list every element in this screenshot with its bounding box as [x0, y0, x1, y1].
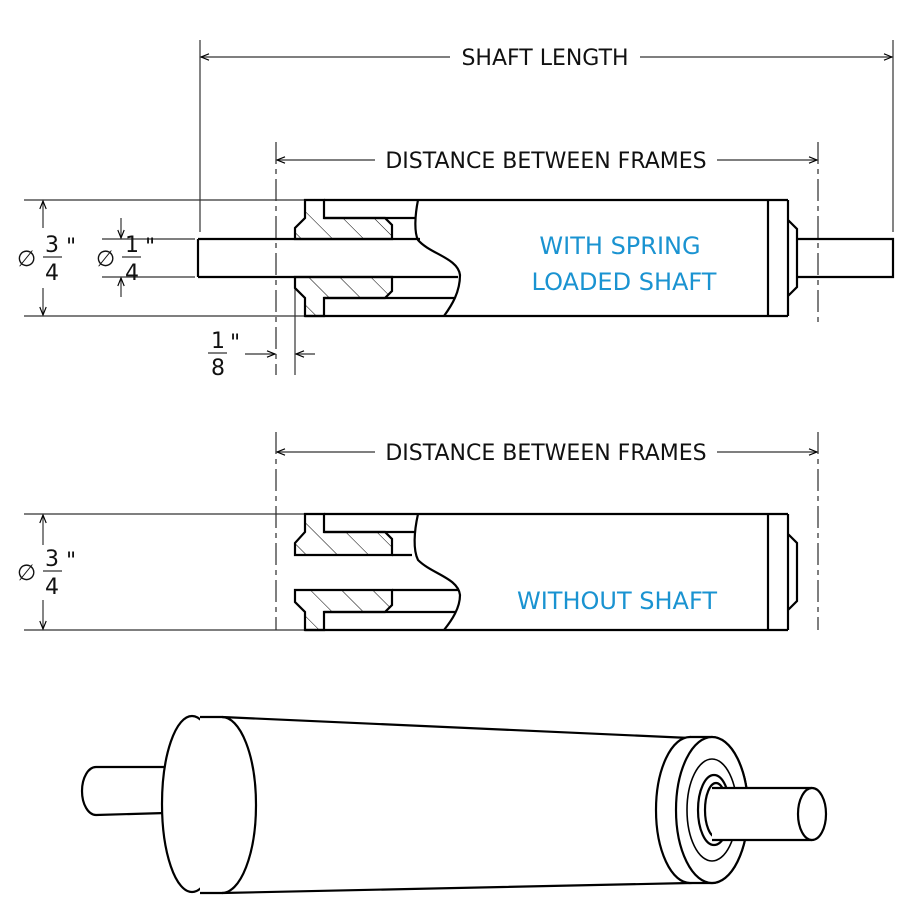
right-shaft: [712, 786, 812, 842]
diameter-symbol: ∅: [96, 247, 115, 272]
roller-body: [221, 715, 691, 895]
distance-between-frames-label: DISTANCE BETWEEN FRAMES: [385, 149, 706, 174]
unit: ": [145, 235, 155, 260]
top-view: SHAFT LENGTH DISTANCE BETWEEN FRAMES ∅ 3…: [17, 40, 895, 381]
shaft-diameter-dimension: ∅ 1 4 ": [96, 233, 155, 286]
outer-diameter-dimension: ∅ 3 4 ": [17, 547, 76, 600]
unit: ": [66, 549, 76, 574]
numerator: 3: [45, 547, 59, 572]
outer-diameter-dimension: ∅ 3 4 ": [17, 233, 76, 286]
numerator: 3: [45, 233, 59, 258]
roller-section: [293, 512, 799, 632]
unit: ": [230, 331, 240, 356]
denominator: 4: [45, 261, 59, 286]
isometric-roller: [80, 714, 828, 895]
unit: ": [66, 235, 76, 260]
roller-section: [196, 198, 895, 318]
offset-dimension: 1 8 ": [208, 329, 240, 381]
numerator: 1: [125, 233, 139, 258]
denominator: 8: [211, 356, 225, 381]
shaft-length-label: SHAFT LENGTH: [461, 46, 628, 71]
distance-between-frames-label: DISTANCE BETWEEN FRAMES: [385, 441, 706, 466]
diameter-symbol: ∅: [17, 247, 36, 272]
numerator: 1: [211, 329, 225, 354]
denominator: 4: [45, 575, 59, 600]
caption-line-2: LOADED SHAFT: [532, 268, 717, 296]
left-shaft: [80, 765, 167, 817]
diameter-symbol: ∅: [17, 561, 36, 586]
caption-line-1: WITH SPRING: [539, 232, 700, 260]
caption: WITHOUT SHAFT: [517, 587, 717, 615]
middle-view: DISTANCE BETWEEN FRAMES ∅ 3 4 " WITHOUT …: [17, 432, 819, 632]
denominator: 4: [125, 261, 139, 286]
